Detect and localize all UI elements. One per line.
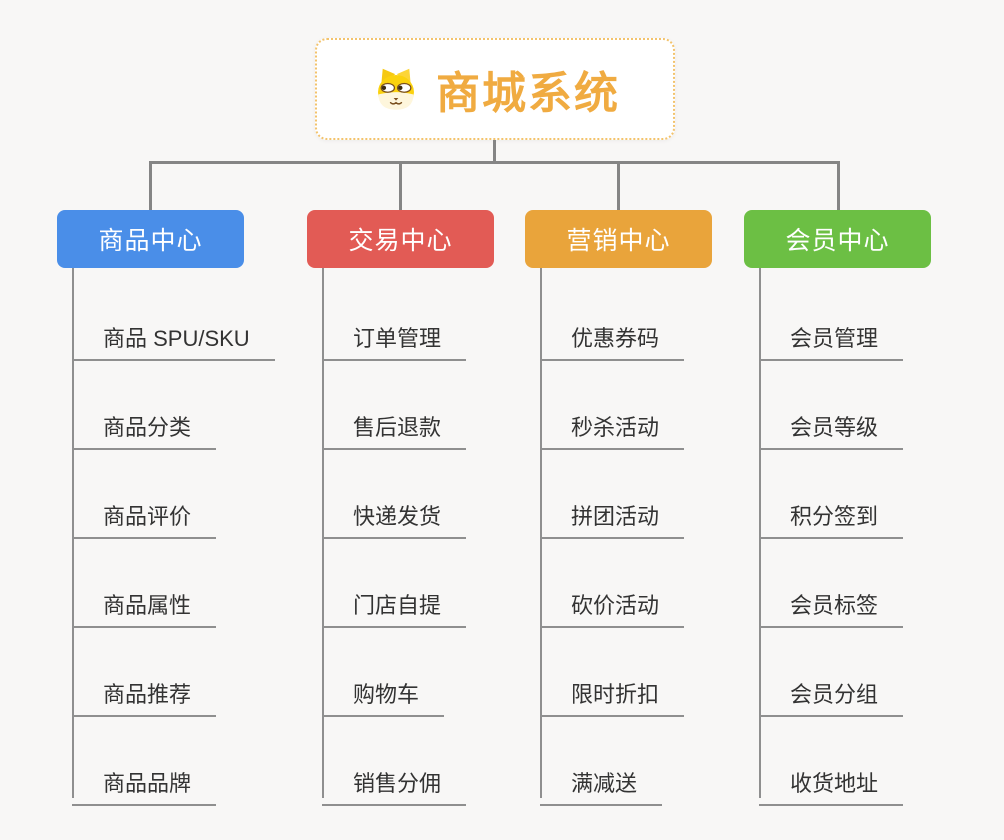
branch-header-marketing[interactable]: 营销中心 bbox=[525, 210, 712, 268]
branch-member-center: 会员中心 会员管理 会员等级 积分签到 会员标签 会员分组 收货地址 bbox=[744, 210, 931, 806]
branch-line bbox=[540, 268, 542, 798]
leaf-node[interactable]: 商品 SPU/SKU bbox=[72, 307, 275, 361]
leaf-node[interactable]: 商品分类 bbox=[72, 396, 217, 450]
connector-drop-product bbox=[149, 161, 152, 210]
leaf-node[interactable]: 限时折扣 bbox=[540, 663, 685, 717]
branch-marketing-center: 营销中心 优惠券码 秒杀活动 拼团活动 砍价活动 限时折扣 满减送 bbox=[525, 210, 712, 806]
leaf-node[interactable]: 优惠券码 bbox=[540, 307, 685, 361]
leaf-node[interactable]: 商品评价 bbox=[72, 485, 217, 539]
branch-line bbox=[759, 268, 761, 798]
connector-root-stem bbox=[493, 140, 496, 163]
leaf-node[interactable]: 购物车 bbox=[322, 663, 445, 717]
dog-face-icon bbox=[378, 68, 414, 110]
leaf-node[interactable]: 销售分佣 bbox=[322, 752, 467, 806]
branch-header-member[interactable]: 会员中心 bbox=[744, 210, 931, 268]
leaf-node[interactable]: 会员等级 bbox=[759, 396, 904, 450]
leaf-node[interactable]: 商品属性 bbox=[72, 574, 217, 628]
root-title: 商城系统 bbox=[436, 69, 620, 118]
branch-line bbox=[72, 268, 74, 798]
branch-header-trade[interactable]: 交易中心 bbox=[307, 210, 494, 268]
leaf-node[interactable]: 拼团活动 bbox=[540, 485, 685, 539]
leaf-node[interactable]: 会员管理 bbox=[759, 307, 904, 361]
leaf-node[interactable]: 商品品牌 bbox=[72, 752, 217, 806]
leaf-node[interactable]: 售后退款 bbox=[322, 396, 467, 450]
leaf-node[interactable]: 快递发货 bbox=[322, 485, 467, 539]
leaf-node[interactable]: 订单管理 bbox=[322, 307, 467, 361]
branch-product-center: 商品中心 商品 SPU/SKU 商品分类 商品评价 商品属性 商品推荐 商品品牌 bbox=[57, 210, 275, 806]
leaf-node[interactable]: 秒杀活动 bbox=[540, 396, 685, 450]
connector-drop-member bbox=[837, 161, 840, 210]
connector-horizontal-bar bbox=[149, 161, 840, 164]
leaf-node[interactable]: 砍价活动 bbox=[540, 574, 685, 628]
leaf-node[interactable]: 积分签到 bbox=[759, 485, 904, 539]
leaf-node[interactable]: 会员分组 bbox=[759, 663, 904, 717]
leaf-node[interactable]: 收货地址 bbox=[759, 752, 904, 806]
connector-drop-marketing bbox=[617, 161, 620, 210]
leaf-node[interactable]: 商品推荐 bbox=[72, 663, 217, 717]
branch-header-product[interactable]: 商品中心 bbox=[57, 210, 244, 268]
leaf-node[interactable]: 门店自提 bbox=[322, 574, 467, 628]
root-node[interactable]: 商城系统 bbox=[315, 38, 675, 140]
branch-line bbox=[322, 268, 324, 798]
branch-trade-center: 交易中心 订单管理 售后退款 快递发货 门店自提 购物车 销售分佣 bbox=[307, 210, 494, 806]
connector-drop-trade bbox=[399, 161, 402, 210]
leaf-node[interactable]: 会员标签 bbox=[759, 574, 904, 628]
leaf-node[interactable]: 满减送 bbox=[540, 752, 663, 806]
